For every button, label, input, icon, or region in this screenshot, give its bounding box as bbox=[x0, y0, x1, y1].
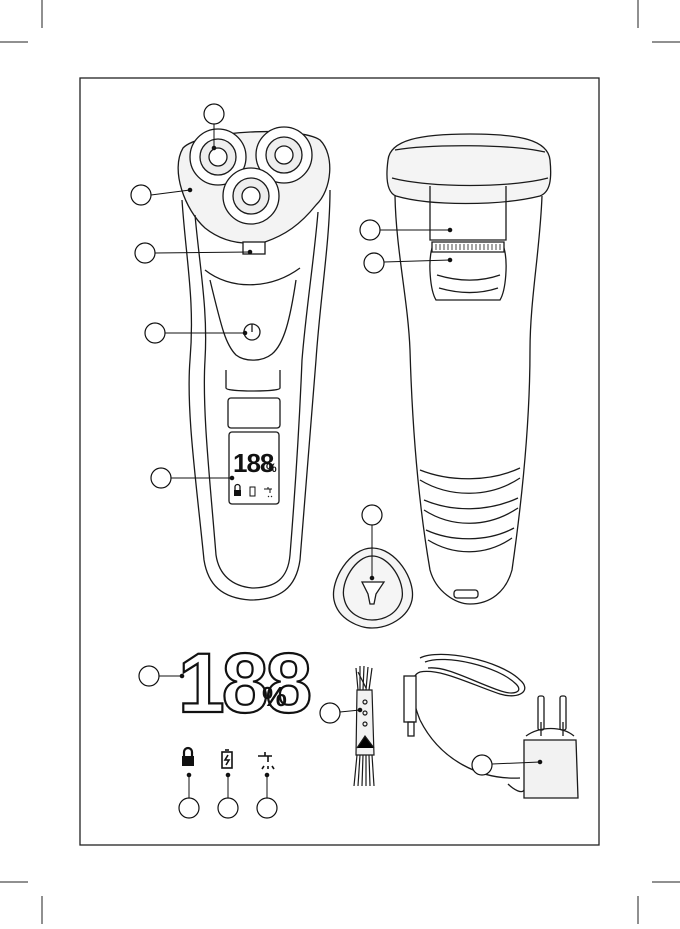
callout-2 bbox=[131, 185, 151, 205]
brush-bristles-bottom bbox=[354, 755, 374, 786]
callout-11 bbox=[472, 755, 492, 775]
callout-10 bbox=[320, 703, 340, 723]
front-lcd-percent: % bbox=[266, 461, 277, 475]
large-display-digits: 188 bbox=[178, 636, 310, 730]
callout-4 bbox=[145, 323, 165, 343]
front-tap-icon bbox=[264, 487, 272, 497]
callout-1 bbox=[204, 104, 224, 124]
callout-7 bbox=[364, 253, 384, 273]
shaver-rear bbox=[387, 134, 551, 604]
front-lock-icon bbox=[234, 485, 241, 497]
front-lcd: 188 % bbox=[233, 448, 277, 497]
front-battery-icon bbox=[250, 487, 255, 496]
callout-8 bbox=[362, 505, 382, 525]
brush-bristles-top bbox=[356, 666, 372, 690]
protective-cap bbox=[333, 548, 412, 628]
charging-adapter bbox=[404, 654, 578, 798]
callout-12 bbox=[179, 798, 199, 818]
callout-9 bbox=[139, 666, 159, 686]
lock-icon bbox=[182, 748, 194, 766]
battery-charging-icon bbox=[222, 750, 232, 768]
cleaning-brush bbox=[354, 666, 374, 786]
shaver-front bbox=[178, 127, 330, 600]
callout-3 bbox=[135, 243, 155, 263]
large-display-percent: % bbox=[262, 681, 287, 712]
callout-14 bbox=[257, 798, 277, 818]
callout-5 bbox=[151, 468, 171, 488]
water-tap-icon bbox=[258, 752, 274, 769]
callout-6 bbox=[360, 220, 380, 240]
callout-13 bbox=[218, 798, 238, 818]
large-display: 188 % bbox=[178, 636, 310, 730]
